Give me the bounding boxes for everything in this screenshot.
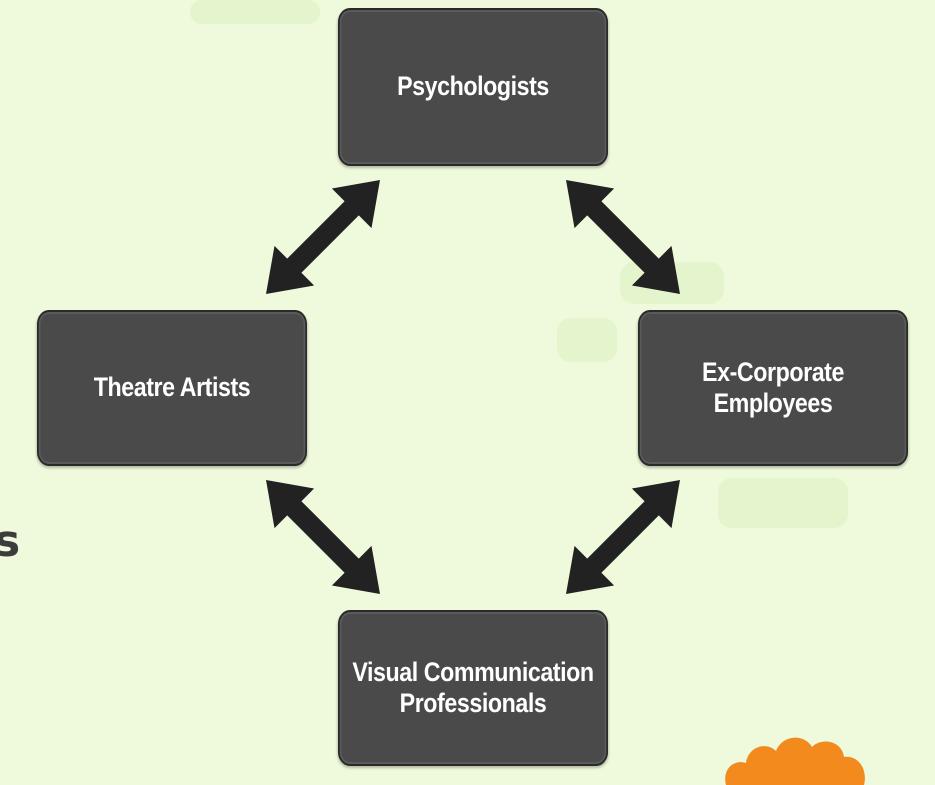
arrow-top-left [266,180,380,294]
node-ex-corporate-employees: Ex-Corporate Employees [637,310,909,466]
arrow-top-right [566,180,680,294]
background-blob [718,478,848,528]
background-blob [557,318,617,362]
node-visual-communication-professionals: Visual Communication Professionals [337,610,609,766]
arrow-right-bottom [566,480,680,594]
cloud-decoration [725,737,865,785]
arrow-left-bottom [266,480,380,594]
background-blob [190,0,320,24]
node-psychologists: Psychologists [337,8,609,166]
partial-side-text: s [0,516,21,567]
node-theatre-artists: Theatre Artists [36,310,308,466]
